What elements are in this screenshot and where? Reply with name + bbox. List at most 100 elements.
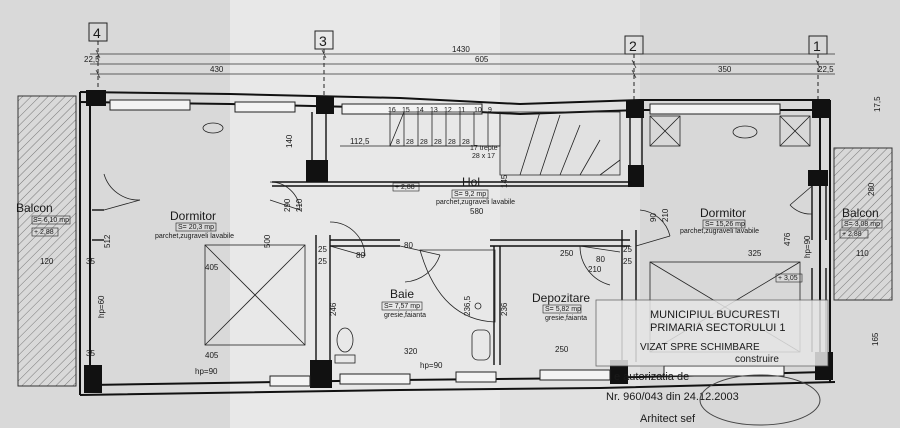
dim: 35 xyxy=(86,257,95,266)
dim-175: 17,5 xyxy=(873,96,882,112)
dim: hp=90 xyxy=(420,361,443,370)
bedroom-right-area: S= 15,26 mp xyxy=(705,221,745,228)
dim: 210 xyxy=(661,208,670,222)
dim: 210 xyxy=(588,265,602,274)
balcony-right-area-box xyxy=(841,219,883,229)
doors xyxy=(103,173,813,286)
bathroom-finish: gresie,faianta xyxy=(384,312,426,319)
stair-rise: 28 xyxy=(462,139,470,146)
dim: 250 xyxy=(560,249,574,258)
stair-width-1125: 112,5 xyxy=(350,137,370,146)
dim: 90 xyxy=(649,213,658,222)
balcony-left-hatch xyxy=(17,95,77,387)
hall-level-box xyxy=(392,182,420,192)
hall-name: Hol xyxy=(462,175,480,189)
stair-rise: 8 xyxy=(396,139,400,146)
level-305-box xyxy=(775,273,803,283)
bathroom-area-box xyxy=(381,301,423,311)
top-dimension-lines xyxy=(90,49,835,79)
axis-4-label: 4 xyxy=(93,25,101,41)
axis-3-label: 3 xyxy=(319,33,327,49)
balcony-right-name: Balcon xyxy=(842,206,879,220)
stair-step: 12 xyxy=(444,107,452,114)
storage-area: S= 5,82 mp xyxy=(545,306,581,313)
hall-finish: parchet,zugraveli lavabile xyxy=(436,199,515,206)
dim-430: 430 xyxy=(210,65,224,74)
bedroom-right-finish: parchet,zugraveli lavabile xyxy=(680,228,759,235)
bedroom-left-name: Dormitor xyxy=(170,209,216,223)
stamp-line-2: PRIMARIA SECTORULUI 1 xyxy=(650,322,786,334)
dim: 405 xyxy=(205,351,219,360)
dim: 25 xyxy=(623,245,632,254)
dim: 80 xyxy=(596,255,605,264)
bedroom-left-area-box xyxy=(175,222,217,232)
dim: 250 xyxy=(555,345,569,354)
hall-area-box xyxy=(451,189,489,199)
dim-350: 350 xyxy=(718,65,732,74)
windows xyxy=(109,99,785,387)
level-305: + 3,05 xyxy=(778,275,798,282)
dim: 25 xyxy=(318,257,327,266)
dim: 25 xyxy=(623,257,632,266)
dim: 120 xyxy=(40,257,54,266)
dim: 476 xyxy=(783,232,792,246)
storage-finish: gresie,faianta xyxy=(545,315,587,322)
dim: 325 xyxy=(748,249,762,258)
hall-level: + 2,88 xyxy=(395,184,415,191)
dim: 405 xyxy=(205,263,219,272)
stair-step: 11 xyxy=(458,107,465,114)
stair-rise: 28 xyxy=(406,139,414,146)
storage-area-box xyxy=(542,304,582,314)
dim: 512 xyxy=(103,234,112,248)
dim: hp=90 xyxy=(803,235,812,258)
stair-rise: 28 xyxy=(448,139,456,146)
bedroom-right-level: + 2,88 xyxy=(842,231,862,238)
dim: 236 xyxy=(500,302,509,316)
stair-step: 13 xyxy=(430,107,438,114)
balcony-right-area: S= 3,08 mp xyxy=(844,221,880,228)
stair-step: 9 xyxy=(488,107,492,114)
stair-step: 10 xyxy=(474,107,482,114)
balcony-left-level-box xyxy=(31,227,59,237)
dim-605: 605 xyxy=(475,55,489,64)
stair-rise: 28 xyxy=(434,139,442,146)
dim: 236,5 xyxy=(463,295,472,316)
dim: 320 xyxy=(404,347,418,356)
dim: 25 xyxy=(318,245,327,254)
bedroom-left-area: S= 20,3 mp xyxy=(178,224,214,231)
stair-step: 14 xyxy=(416,107,424,114)
balcony-left-area: S= 6,10 mp xyxy=(33,217,69,224)
dim: hp=60 xyxy=(97,295,106,318)
axis-2-label: 2 xyxy=(629,38,637,54)
stamp-signature xyxy=(699,374,821,426)
stair-rise: 28 xyxy=(420,139,428,146)
dim: 290 xyxy=(283,198,292,212)
stair-step-numbers: 16 15 14 13 12 11 10 9 8 28 28 28 28 28 xyxy=(388,107,492,146)
balcony-right-hatch xyxy=(833,147,893,301)
dim-1430: 1430 xyxy=(452,45,470,54)
stair-treads: 17 trepte xyxy=(470,145,498,152)
dim: 145 xyxy=(500,174,509,188)
bedroom-right-name: Dormitor xyxy=(700,206,746,220)
bedroom-left-finish: parchet,zugraveli lavabile xyxy=(155,233,234,240)
stamp-line-1: MUNICIPIUL BUCURESTI xyxy=(650,309,780,321)
stair-step: 16 xyxy=(388,107,396,114)
dim: hp=90 xyxy=(195,367,218,376)
dim: 110 xyxy=(856,249,869,258)
stamp-line-7: Arhitect sef xyxy=(640,413,696,425)
bathroom-area: S= 7,57 mp xyxy=(384,303,420,310)
dim-225-left: 22,5 xyxy=(84,55,100,64)
dim: 35 xyxy=(86,349,95,358)
bedroom-right-area-box xyxy=(702,219,746,229)
stair xyxy=(340,111,621,176)
dim: 580 xyxy=(470,207,484,216)
dim: 80 xyxy=(356,251,365,260)
dim: 500 xyxy=(263,234,272,248)
balcony-left-name: Balcon xyxy=(16,201,53,215)
bedroom-right-level-box xyxy=(839,229,869,239)
dim: 280 xyxy=(867,182,876,196)
stair-step: 15 xyxy=(402,107,410,114)
dim: 210 xyxy=(295,198,304,212)
stair-size: 28 x 17 xyxy=(472,153,495,160)
